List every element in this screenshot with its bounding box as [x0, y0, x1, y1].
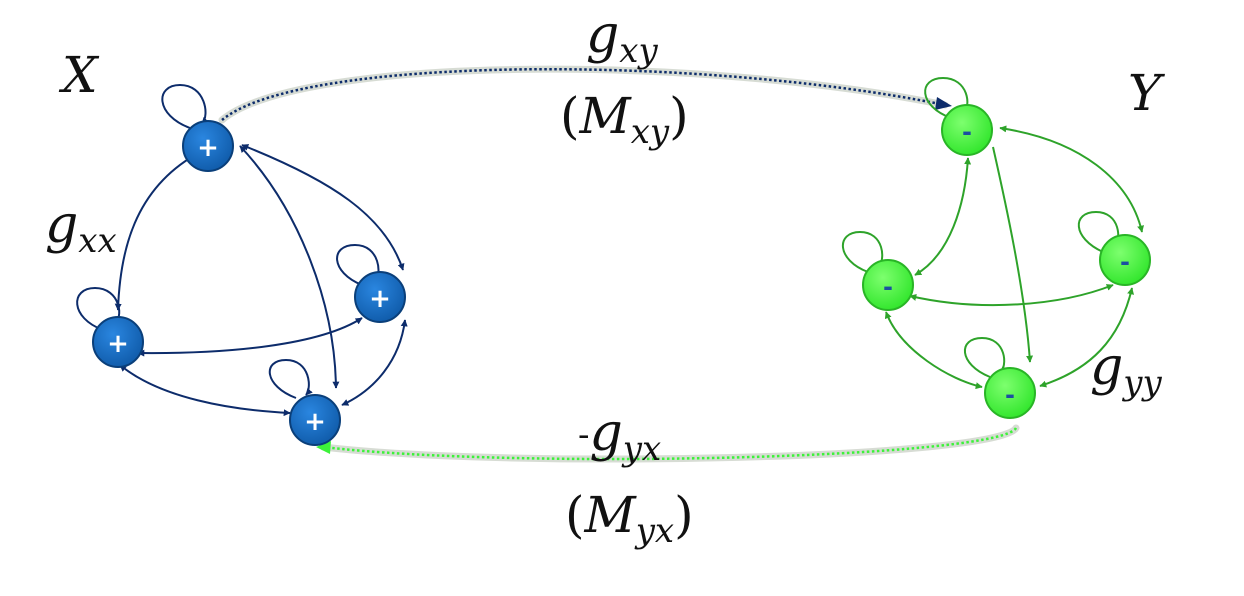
group-y-label: Y — [1128, 64, 1165, 122]
y-edge — [1039, 287, 1134, 388]
y-node: - — [941, 104, 993, 156]
x-edge — [241, 144, 405, 271]
x-node: + — [289, 394, 341, 446]
x-self-loop — [268, 358, 313, 399]
y-self-loop — [842, 230, 885, 273]
svg-text:-: - — [962, 118, 972, 146]
coupling-arc-xy — [218, 65, 952, 124]
svg-text:+: + — [107, 329, 129, 359]
x-node: + — [182, 120, 234, 172]
svg-text:+: + — [197, 133, 219, 163]
svg-text:+: + — [304, 407, 326, 437]
y-edge — [914, 157, 972, 276]
x-nodes: + + + + — [92, 120, 406, 446]
coupling-xy-label: gxy — [586, 5, 658, 71]
x-edge — [119, 364, 291, 417]
svg-text:+: + — [369, 284, 391, 314]
group-x-label: X — [58, 46, 100, 104]
coupling-yx-label: -gyx — [578, 403, 661, 469]
x-node: + — [354, 271, 406, 323]
y-self-coupling-label: gyy — [1090, 337, 1163, 403]
x-edge — [341, 319, 408, 406]
y-node: - — [1099, 234, 1151, 286]
coupling-yx-matrix: (Myx) — [565, 486, 694, 551]
svg-text:-: - — [1005, 381, 1015, 409]
coupling-xy-matrix: (Mxy) — [560, 87, 689, 152]
x-self-loop — [161, 83, 209, 129]
y-node: - — [984, 367, 1036, 419]
x-self-loop — [76, 286, 121, 331]
x-edges — [76, 83, 408, 417]
x-edge — [114, 154, 196, 311]
coupling-xy-arrowhead — [935, 97, 952, 110]
y-edge — [909, 284, 1114, 307]
y-edge — [992, 146, 1034, 363]
coupling-arc-yx — [316, 424, 1020, 463]
x-self-coupling-label: gxx — [45, 195, 117, 261]
svg-text:-: - — [1120, 248, 1130, 276]
y-edge — [999, 125, 1144, 233]
y-node: - — [862, 259, 914, 311]
svg-text:-: - — [883, 273, 893, 301]
coupling-yx-arrowhead — [316, 441, 331, 454]
x-node: + — [92, 316, 144, 368]
y-self-loop — [924, 76, 971, 119]
y-edge — [884, 311, 983, 390]
y-nodes: - - - - — [862, 104, 1151, 419]
